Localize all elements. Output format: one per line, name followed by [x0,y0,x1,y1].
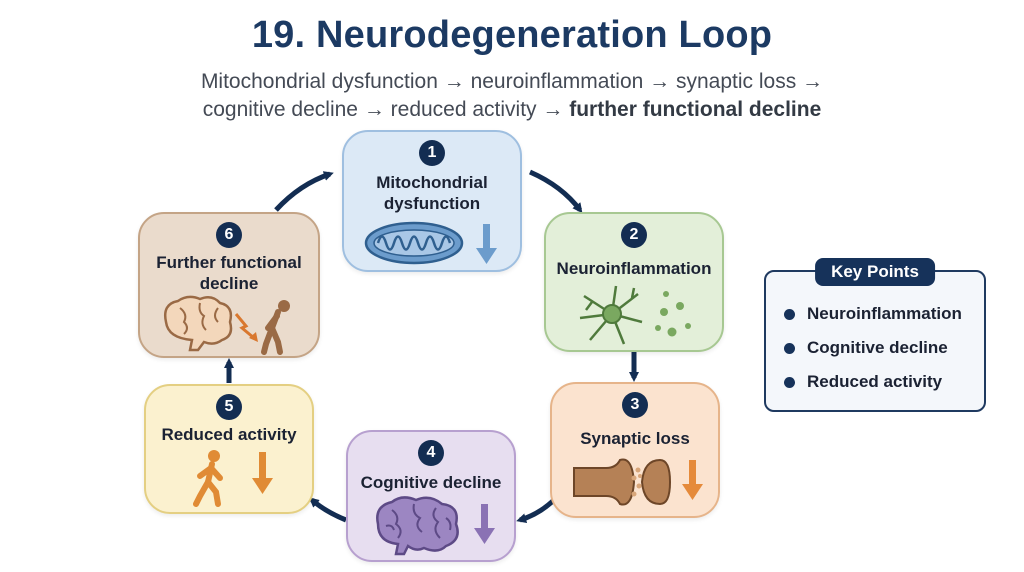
subtitle-line-1: Mitochondrial dysfunction → neuroinflamm… [200,70,824,93]
subtitle-line-2-plain: cognitive decline → reduced activity → [202,98,570,121]
subtitle-line-2-bold: further functional decline [569,98,822,121]
node-label: Synaptic loss [552,428,718,449]
neuron-icon [579,285,691,345]
node-label-line-1: Reduced activity [161,425,297,444]
walking-person-icon [193,450,273,507]
diagram-subtitle: Mitochondrial dysfunction → neuroinflamm… [0,68,1024,124]
key-point-text: Reduced activity [807,372,943,391]
diagram-title: 19. Neurodegeneration Loop [251,14,773,56]
node-number-badge: 3 [622,392,648,418]
node-mitochondrial-dysfunction: 1 Mitochondrial dysfunction [342,130,522,272]
bullet-icon [784,342,795,354]
node-label-line-1: Mitochondrial [376,173,488,192]
node-number-badge: 2 [621,222,647,248]
arrow-1-to-2 [528,169,583,214]
node-number-badge: 6 [216,222,242,248]
arrow-4-to-5 [308,497,347,523]
down-arrow-icon [474,504,495,544]
node-label-line-1: Neuroinflammation [556,259,712,278]
node-synaptic-loss: 3 Synaptic loss [550,382,720,518]
node-number-badge: 5 [216,394,242,420]
node-label-line-2: dysfunction [383,194,481,213]
down-arrow-icon [476,224,497,264]
node-reduced-activity: 5 Reduced activity [144,384,314,514]
arrow-6-to-1 [274,171,334,212]
node-label-line-2: decline [199,274,259,293]
node-label: Cognitive decline [348,472,514,493]
node-neuroinflammation: 2 Neuroinflammation [544,212,724,352]
bullet-icon [784,308,795,320]
node-label-line-1: Cognitive decline [360,473,502,492]
key-points-panel: Key Points Neuroinflammation Cognitive d… [764,258,986,412]
declining-person-icon [164,295,290,355]
node-label-line-1: Synaptic loss [580,429,690,448]
node-number-badge: 4 [418,440,444,466]
key-points-title: Key Points [815,258,935,286]
key-point-item: Neuroinflammation [784,304,962,324]
node-further-functional-decline: 6 Further functional decline [138,212,320,358]
key-point-text: Neuroinflammation [807,304,962,323]
down-arrow-icon [252,452,273,494]
key-point-text: Cognitive decline [807,338,948,357]
node-label: Further functional decline [140,252,318,294]
down-arrow-icon [682,460,703,500]
mitochondrion-icon [364,221,497,265]
subtitle-line-2: cognitive decline → reduced activity → f… [0,96,1024,124]
node-number-badge: 1 [419,140,445,166]
arrow-3-to-4 [516,496,558,524]
node-label: Mitochondrial dysfunction [344,172,520,214]
key-point-item: Reduced activity [784,372,942,392]
bullet-icon [784,376,795,388]
key-point-item: Cognitive decline [784,338,948,358]
brain-icon [164,295,233,352]
node-cognitive-decline: 4 Cognitive decline [346,430,516,562]
brain-icon [376,496,495,556]
node-label: Reduced activity [146,424,312,445]
node-label: Neuroinflammation [546,258,722,279]
synapse-icon [573,458,703,506]
node-label-line-1: Further functional [156,253,302,272]
